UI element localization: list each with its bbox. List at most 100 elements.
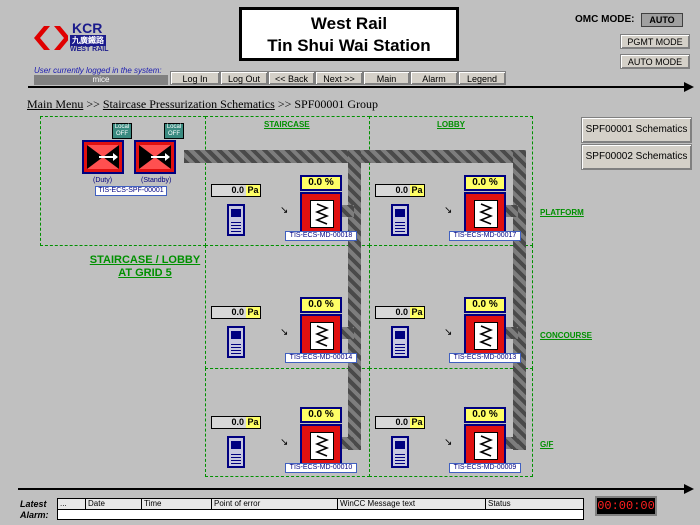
- floor-concourse: CONCOURSE: [540, 331, 593, 340]
- staircase-riser-duct: [348, 150, 361, 450]
- footer-divider: [18, 488, 686, 490]
- damper-position-unit: %: [324, 299, 334, 310]
- pgmt-mode-button[interactable]: PGMT MODE: [620, 34, 690, 49]
- back-button[interactable]: << Back: [268, 71, 315, 85]
- title-line1: West Rail: [310, 14, 388, 33]
- damper-position-value: 0.0: [472, 409, 487, 420]
- header-arrow-icon: [684, 82, 694, 92]
- damper-position-value: 0.0: [308, 299, 323, 310]
- damper-position-value: 0.0: [308, 409, 323, 420]
- footer-arrow-icon: [684, 484, 694, 494]
- motorized-damper[interactable]: [300, 314, 342, 356]
- station-title: West Rail Tin Shui Wai Station: [239, 7, 459, 61]
- spf00002-schematics-button[interactable]: SPF00002 Schematics: [581, 144, 692, 170]
- fan-group-label: TIS-ECS-SPF-00001: [95, 186, 167, 196]
- floor-platform: PLATFORM: [540, 208, 584, 217]
- damper-position-value: 0.0: [472, 299, 487, 310]
- alarm-table[interactable]: ... Date Time Point of error WinCC Messa…: [57, 498, 584, 520]
- login-label: User currently logged in the system:: [34, 66, 162, 75]
- damper-position-unit: %: [488, 299, 498, 310]
- damper-position-readout: 0.0 %: [464, 407, 506, 423]
- header-divider: [28, 86, 688, 88]
- motorized-damper[interactable]: [300, 424, 342, 466]
- damper-position-readout: 0.0 %: [300, 175, 342, 191]
- login-button[interactable]: Log In: [170, 71, 220, 85]
- damper-position-value: 0.0: [472, 177, 487, 188]
- pressure-unit: Pa: [246, 417, 260, 428]
- latest-alarm-label: Latest Alarm:: [20, 499, 49, 520]
- grid-label-line2: AT GRID 5: [118, 267, 172, 279]
- breadcrumb-main-menu[interactable]: Main Menu: [27, 97, 84, 111]
- damper-position-unit: %: [324, 409, 334, 420]
- damper-position-readout: 0.0 %: [464, 297, 506, 313]
- pressure-value: 0.0: [376, 417, 410, 428]
- pressure-readout: 0.0 Pa: [211, 184, 261, 197]
- damper-direction-icon: ↘: [280, 205, 289, 216]
- fan-standby-local-status: Local OFF: [164, 123, 184, 139]
- lobby-riser-duct: [513, 150, 526, 450]
- damper-direction-icon: ↘: [280, 327, 289, 338]
- damper-tag: TIS-ECS-MD-00017: [449, 231, 521, 241]
- damper-blades-icon: [314, 435, 330, 457]
- damper-position-unit: %: [324, 177, 334, 188]
- floor-gf: G/F: [540, 440, 554, 449]
- pressure-controller[interactable]: [227, 326, 245, 358]
- fan-duty-role: (Duty): [93, 177, 113, 184]
- pressure-controller[interactable]: [391, 326, 409, 358]
- damper-tag: TIS-ECS-MD-00013: [449, 353, 521, 363]
- pressure-unit: Pa: [246, 185, 260, 196]
- logo-chinese: 九廣鐵路: [70, 35, 106, 46]
- damper-blades-icon: [478, 203, 494, 225]
- grid-label: STAIRCASE / LOBBY AT GRID 5: [86, 254, 204, 280]
- damper-position-readout: 0.0 %: [300, 407, 342, 423]
- damper-position-unit: %: [488, 409, 498, 420]
- pressure-value: 0.0: [376, 185, 410, 196]
- alarm-col-header: WinCC Message text: [338, 499, 486, 510]
- title-line2: Tin Shui Wai Station: [267, 36, 431, 55]
- damper-direction-icon: ↘: [444, 205, 453, 216]
- pressure-unit: Pa: [246, 307, 260, 318]
- motorized-damper[interactable]: [300, 192, 342, 234]
- login-user: mice: [34, 75, 168, 85]
- fan-standby[interactable]: [134, 140, 176, 174]
- alarm-button[interactable]: Alarm: [410, 71, 458, 85]
- pressure-readout: 0.0 Pa: [375, 416, 425, 429]
- spf00001-schematics-button[interactable]: SPF00001 Schematics: [581, 117, 692, 143]
- motorized-damper[interactable]: [464, 424, 506, 466]
- pressure-readout: 0.0 Pa: [375, 306, 425, 319]
- damper-blades-icon: [314, 203, 330, 225]
- damper-position-readout: 0.0 %: [300, 297, 342, 313]
- breadcrumb: Main Menu >> Staircase Pressurization Sc…: [27, 97, 378, 112]
- pressure-value: 0.0: [212, 185, 246, 196]
- damper-blades-icon: [478, 325, 494, 347]
- legend-button[interactable]: Legend: [458, 71, 506, 85]
- pressure-controller[interactable]: [391, 204, 409, 236]
- breadcrumb-staircase[interactable]: Staircase Pressurization Schematics: [102, 97, 275, 111]
- auto-mode-button[interactable]: AUTO MODE: [620, 54, 690, 69]
- damper-tag: TIS-ECS-MD-00009: [449, 463, 521, 473]
- motorized-damper[interactable]: [464, 192, 506, 234]
- pressure-controller[interactable]: [391, 436, 409, 468]
- damper-blades-icon: [314, 325, 330, 347]
- main-button[interactable]: Main: [363, 71, 410, 85]
- damper-direction-icon: ↘: [444, 437, 453, 448]
- next-button[interactable]: Next >>: [315, 71, 363, 85]
- breadcrumb-current: SPF00001 Group: [294, 97, 379, 111]
- fan-duty-local-status: Local OFF: [112, 123, 132, 139]
- cell-lobby-gf: [369, 368, 533, 477]
- damper-tag: TIS-ECS-MD-00010: [285, 463, 357, 473]
- pressure-controller[interactable]: [227, 204, 245, 236]
- omc-mode-label: OMC MODE:: [575, 14, 635, 25]
- system-clock: 00:00:00: [595, 496, 657, 516]
- fan-duty[interactable]: [82, 140, 124, 174]
- kcr-logo: KCR 九廣鐵路 WEST RAIL: [30, 20, 114, 60]
- breadcrumb-sep: >>: [277, 97, 292, 111]
- kcr-logo-mark-icon: [34, 26, 68, 50]
- alarm-col-header: Time: [142, 499, 212, 510]
- pressure-controller[interactable]: [227, 436, 245, 468]
- motorized-damper[interactable]: [464, 314, 506, 356]
- pressure-value: 0.0: [376, 307, 410, 318]
- logout-button[interactable]: Log Out: [220, 71, 268, 85]
- damper-blades-icon: [478, 435, 494, 457]
- damper-position-unit: %: [488, 177, 498, 188]
